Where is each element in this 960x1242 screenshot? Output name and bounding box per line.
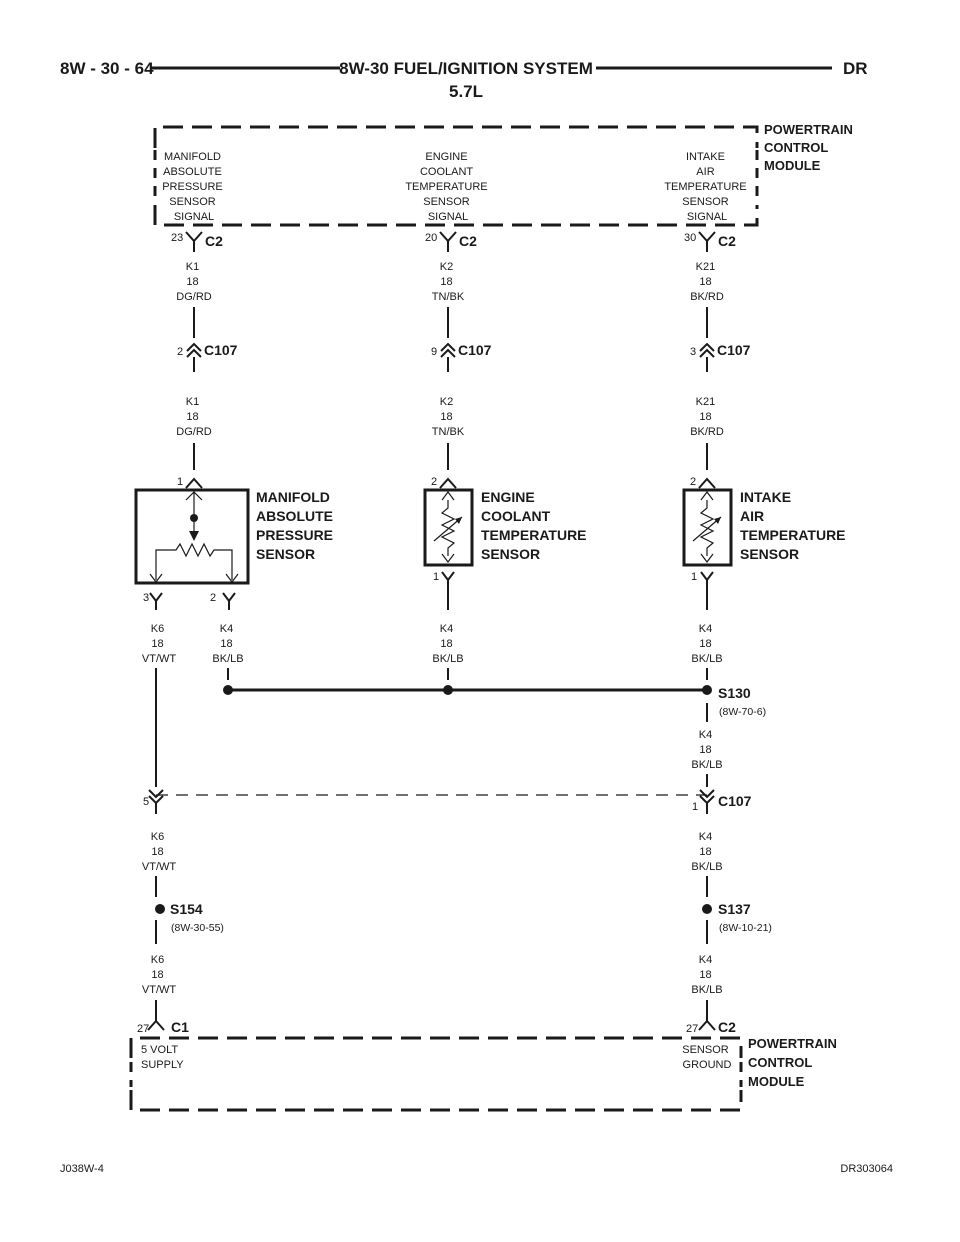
svg-text:2: 2 xyxy=(210,592,216,604)
iat-signal-label: INTAKE AIR TEMPERATURE SENSOR SIGNAL xyxy=(664,151,749,223)
svg-text:2: 2 xyxy=(690,476,696,488)
wire-label-k6-map: K6 18 VT/WT xyxy=(142,623,176,665)
wire-label-k4-map: K4 18 BK/LB xyxy=(212,623,243,665)
svg-text:3: 3 xyxy=(143,592,149,604)
connector-c2-pin30: 30 C2 xyxy=(684,231,736,252)
wire-label-k4-iat: K4 18 BK/LB xyxy=(691,623,722,665)
svg-text:(8W-10-21): (8W-10-21) xyxy=(719,922,772,934)
svg-text:C2: C2 xyxy=(459,233,477,249)
ect-sensor: 2 ENGINE COOLANT TEMPERATURE SENSOR 1 xyxy=(423,476,590,610)
model-code: DR xyxy=(843,59,868,78)
pcm-bottom-label: POWERTRAIN CONTROL MODULE xyxy=(748,1036,840,1089)
page-header: 8W - 30 - 64 8W-30 FUEL/IGNITION SYSTEM … xyxy=(60,59,868,101)
wire-label-k6-pcm: K6 18 VT/WT xyxy=(142,954,176,996)
svg-text:C107: C107 xyxy=(204,342,238,358)
svg-text:C2: C2 xyxy=(718,233,736,249)
wire-label-k4-ect: K4 18 BK/LB xyxy=(432,623,463,665)
junction-dot xyxy=(223,685,233,695)
svg-text:3: 3 xyxy=(690,346,696,358)
svg-text:23: 23 xyxy=(171,232,183,244)
footer-right-code: DR303064 xyxy=(840,1163,893,1175)
circuit-k2: 20 C2 K2 18 TN/BK 9 C107 K2 18 TN/BK xyxy=(425,231,492,470)
wire-label-k4-pcm: K4 18 BK/LB xyxy=(691,954,722,996)
svg-text:5: 5 xyxy=(143,796,149,808)
map-signal-label: MANIFOLD ABSOLUTE PRESSURE SENSOR SIGNAL xyxy=(162,151,226,223)
svg-text:27: 27 xyxy=(137,1023,149,1035)
svg-text:30: 30 xyxy=(684,232,696,244)
svg-text:C107: C107 xyxy=(717,342,751,358)
svg-text:C2: C2 xyxy=(205,233,223,249)
page-title: 8W-30 FUEL/IGNITION SYSTEM xyxy=(339,59,593,78)
svg-text:S137: S137 xyxy=(718,901,751,917)
svg-text:9: 9 xyxy=(431,346,437,358)
map-sensor-label: MANIFOLD ABSOLUTE PRESSURE SENSOR xyxy=(256,489,337,562)
ect-signal-label: ENGINE COOLANT TEMPERATURE SENSOR SIGNAL xyxy=(405,151,490,223)
connector-c2-pin23: 23 C2 xyxy=(171,231,223,252)
svg-text:C107: C107 xyxy=(718,793,752,809)
wire-label-k2-lower: K2 18 TN/BK xyxy=(432,396,465,438)
splice-s130-label: S130 xyxy=(718,685,751,701)
map-sensor: 1 MANIFOLD ABSOLUTE PRESSURE SENSOR 3 2 xyxy=(134,476,337,610)
connector-c107-lower: 5 1 C107 xyxy=(143,789,752,814)
ect-sensor-label: ENGINE COOLANT TEMPERATURE SENSOR xyxy=(481,489,590,562)
connector-c2-pin20: 20 C2 xyxy=(425,231,477,252)
svg-text:2: 2 xyxy=(431,476,437,488)
wire-label-k2-upper: K2 18 TN/BK xyxy=(432,261,465,303)
connector-c107-pin9: 9 C107 xyxy=(431,342,492,372)
svg-text:20: 20 xyxy=(425,232,437,244)
splice-s130-ref: (8W-70-6) xyxy=(719,706,766,718)
page-number: 8W - 30 - 64 xyxy=(60,59,154,78)
pcm-top-label: POWERTRAIN CONTROL MODULE xyxy=(764,122,856,173)
pcm-bottom-module: 27 C1 27 C2 5 VOLT SUPPLY SENSOR GROUND … xyxy=(129,1000,840,1112)
wire-label-k21-lower: K21 18 BK/RD xyxy=(690,396,724,438)
connector-c107-pin3: 3 C107 xyxy=(690,342,751,372)
wire-label-k6-c107: K6 18 VT/WT xyxy=(142,831,176,873)
circuit-k21: 30 C2 K21 18 BK/RD 3 C107 K21 18 BK/RD xyxy=(684,231,751,470)
iat-sensor: 2 INTAKE AIR TEMPERATURE SENSOR 1 xyxy=(682,476,849,610)
ground-bus-k4: S130 (8W-70-6) xyxy=(223,668,766,722)
splice-s154: S154 (8W-30-55) xyxy=(155,876,224,944)
svg-text:1: 1 xyxy=(433,571,439,583)
wire-label-k1-lower: K1 18 DG/RD xyxy=(176,396,212,438)
svg-text:1: 1 xyxy=(691,571,697,583)
engine-subtitle: 5.7L xyxy=(449,82,483,101)
five-volt-supply-label: 5 VOLT SUPPLY xyxy=(141,1044,184,1071)
svg-text:C1: C1 xyxy=(171,1019,189,1035)
svg-text:(8W-30-55): (8W-30-55) xyxy=(171,922,224,934)
sensor-ground-label: SENSOR GROUND xyxy=(682,1044,732,1071)
svg-text:C107: C107 xyxy=(458,342,492,358)
footer-left-code: J038W-4 xyxy=(60,1163,104,1175)
junction-dot xyxy=(443,685,453,695)
splice-s130-dot xyxy=(702,685,712,695)
wire-label-k1-upper: K1 18 DG/RD xyxy=(176,261,212,303)
svg-text:1: 1 xyxy=(692,801,698,813)
iat-sensor-label: INTAKE AIR TEMPERATURE SENSOR xyxy=(740,489,849,562)
svg-text:1: 1 xyxy=(177,476,183,488)
svg-text:S154: S154 xyxy=(170,901,203,917)
splice-s137: S137 (8W-10-21) xyxy=(702,876,772,944)
connector-c107-pin2: 2 C107 xyxy=(177,342,238,372)
svg-text:C2: C2 xyxy=(718,1019,736,1035)
svg-text:2: 2 xyxy=(177,346,183,358)
circuit-k1: 23 C2 K1 18 DG/RD 2 C107 K1 18 DG/RD xyxy=(171,231,238,470)
wire-label-k21-upper: K21 18 BK/RD xyxy=(690,261,724,303)
wire-label-k4-c107: K4 18 BK/LB xyxy=(691,831,722,873)
svg-text:27: 27 xyxy=(686,1023,698,1035)
wire-label-k4-s130: K4 18 BK/LB xyxy=(691,729,722,771)
pcm-top-module: POWERTRAIN CONTROL MODULE MANIFOLD ABSOL… xyxy=(153,122,856,227)
